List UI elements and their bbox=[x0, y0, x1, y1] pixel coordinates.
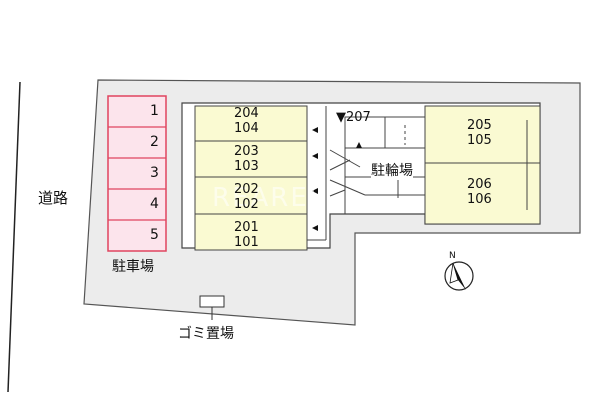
up-arrow-icon bbox=[356, 142, 362, 148]
right-units bbox=[424, 105, 541, 225]
road-edge-line bbox=[7, 81, 21, 393]
unit-number-upper: 206 bbox=[467, 177, 492, 192]
unit-number-lower: 106 bbox=[467, 192, 492, 207]
arrow-icon bbox=[312, 153, 318, 159]
north-label: N bbox=[449, 251, 456, 261]
watermark: REAREL bbox=[212, 183, 326, 213]
unit-number-lower: 105 bbox=[467, 133, 492, 148]
garbage-box bbox=[199, 295, 225, 308]
arrow-icon bbox=[312, 188, 318, 194]
arrow-icon bbox=[312, 127, 318, 133]
parking-label: 駐車場 bbox=[112, 259, 154, 275]
unit-number-lower: 101 bbox=[234, 235, 259, 250]
unit-number-upper: 202 bbox=[234, 182, 259, 197]
unit-number-upper: 203 bbox=[234, 144, 259, 159]
unit-number-lower: 104 bbox=[234, 121, 259, 136]
parking-area bbox=[107, 95, 167, 252]
parking-space-number: 1 bbox=[150, 103, 159, 119]
parking-space-number: 5 bbox=[150, 227, 159, 243]
left-units bbox=[194, 105, 308, 251]
stairs-diagonal bbox=[329, 189, 346, 197]
unit-201-101 bbox=[194, 213, 308, 251]
parking-space-number: 3 bbox=[150, 165, 159, 181]
compass-needle-light bbox=[449, 262, 459, 284]
unit-207-label: ▼207 bbox=[336, 110, 371, 125]
unit-number-upper: 201 bbox=[234, 220, 259, 235]
stairs-diagonal bbox=[329, 159, 351, 171]
compass-needle bbox=[453, 263, 466, 290]
unit-number-upper: 204 bbox=[234, 106, 259, 121]
road-label: 道路 bbox=[38, 189, 69, 207]
unit-number-upper: 205 bbox=[467, 118, 492, 133]
arrow-icon bbox=[312, 225, 318, 231]
garbage-label: ゴミ置場 bbox=[178, 326, 234, 342]
parking-space-number: 4 bbox=[150, 196, 159, 212]
parking-space-number: 2 bbox=[150, 134, 159, 150]
bicycle-parking-label: 駐輪場 bbox=[371, 163, 413, 179]
stairs-diagonal bbox=[329, 179, 366, 196]
unit-number-lower: 102 bbox=[234, 197, 259, 212]
unit-205-105 bbox=[424, 105, 541, 164]
unit-number-lower: 103 bbox=[234, 159, 259, 174]
parking-block bbox=[107, 95, 167, 252]
unit-206-106 bbox=[424, 162, 541, 225]
compass-icon bbox=[444, 261, 474, 291]
stairs-diagonal bbox=[329, 149, 361, 168]
